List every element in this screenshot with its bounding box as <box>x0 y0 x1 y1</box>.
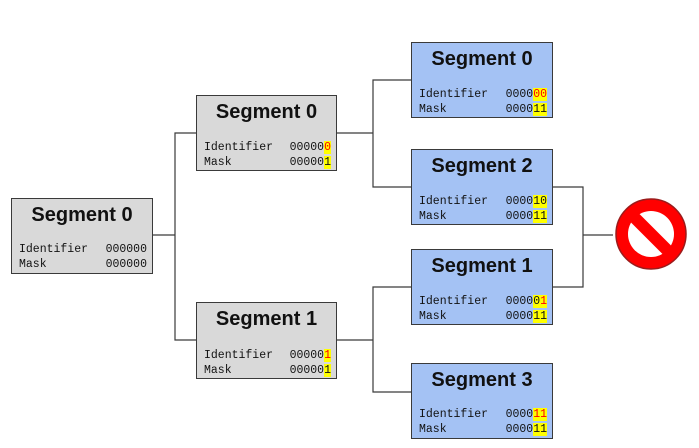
mask-value: 000011 <box>506 423 547 437</box>
mask-label: Mask <box>419 310 447 323</box>
identifier-row: Identifier 000001 <box>419 295 547 309</box>
identifier-prefix: 0000 <box>505 295 534 308</box>
identifier-prefix: 0000 <box>505 88 534 101</box>
identifier-row: Identifier 000010 <box>419 195 547 209</box>
mask-row: Mask 000011 <box>419 310 547 324</box>
segment-title: Segment 0 <box>431 48 533 70</box>
mask-value: 000011 <box>506 103 547 117</box>
identifier-value: 000010 <box>506 195 547 209</box>
mask-row: Mask 000000 <box>19 258 147 272</box>
mask-row: Mask 000001 <box>204 364 331 378</box>
mask-prefix: 00000 <box>289 156 325 169</box>
segment-node-level2-c: Segment 1 Identifier 000001 Mask 000011 <box>411 249 553 325</box>
identifier-prefix: 0000 <box>505 408 534 421</box>
identifier-row: Identifier 000011 <box>419 408 547 422</box>
mask-prefix: 0000 <box>505 103 534 116</box>
mask-label: Mask <box>419 103 447 116</box>
mask-value: 000011 <box>506 310 547 324</box>
identifier-value: 000011 <box>506 408 547 422</box>
identifier-label: Identifier <box>204 141 274 154</box>
mask-prefix: 0000 <box>505 310 534 323</box>
mask-row: Mask 000011 <box>419 423 547 437</box>
identifier-marked-bit: 1 <box>540 295 547 308</box>
segment-title: Segment 0 <box>215 101 318 123</box>
mask-prefix: 0000 <box>505 210 534 223</box>
mask-value: 000001 <box>290 364 331 378</box>
identifier-prefix: 00000 <box>289 141 325 154</box>
mask-row: Mask 000001 <box>204 156 331 170</box>
identifier-prefix: 0000 <box>505 195 534 208</box>
identifier-value: 000001 <box>290 349 331 363</box>
mask-row: Mask 000011 <box>419 210 547 224</box>
identifier-marked-bit: 0 <box>324 141 331 154</box>
prohibited-icon <box>615 198 687 270</box>
mask-prefix: 00000 <box>289 364 325 377</box>
identifier-label: Identifier <box>419 295 489 308</box>
segment-title: Segment 0 <box>31 204 133 226</box>
identifier-prefix: 00000 <box>289 349 325 362</box>
segment-node-root: Segment 0 Identifier 000000 Mask 000000 <box>11 198 153 274</box>
identifier-marked-bit: 0 <box>533 295 541 308</box>
identifier-row: Identifier 000001 <box>204 349 331 363</box>
mask-label: Mask <box>19 258 47 271</box>
mask-value: 000011 <box>506 210 547 224</box>
segment-node-level2-a: Segment 0 Identifier 000000 Mask 000011 <box>411 42 553 118</box>
identifier-marked-bit: 1 <box>324 349 331 362</box>
mask-value: 000001 <box>290 156 331 170</box>
mask-marked-bit: 1 <box>324 364 331 377</box>
mask-marked-bits: 11 <box>533 103 547 116</box>
mask-marked-bits: 11 <box>533 310 547 323</box>
mask-row: Mask 000011 <box>419 103 547 117</box>
mask-label: Mask <box>204 364 232 377</box>
identifier-marked-bit: 0 <box>533 88 541 101</box>
identifier-value: 000001 <box>506 295 547 309</box>
identifier-value: 000000 <box>290 141 331 155</box>
identifier-label: Identifier <box>419 408 489 421</box>
mask-marked-bits: 11 <box>533 210 547 223</box>
mask-prefix: 0000 <box>505 423 534 436</box>
identifier-value: 000000 <box>506 88 547 102</box>
mask-label: Mask <box>419 423 447 436</box>
mask-label: Mask <box>419 210 447 223</box>
mask-marked-bits: 11 <box>533 423 547 436</box>
identifier-row: Identifier 000000 <box>19 243 147 257</box>
segment-title: Segment 1 <box>431 255 533 277</box>
identifier-row: Identifier 000000 <box>419 88 547 102</box>
segment-node-level1-top: Segment 0 Identifier 000000 Mask 000001 <box>196 95 337 171</box>
identifier-marked-bit: 0 <box>540 88 547 101</box>
segment-title: Segment 3 <box>431 369 533 391</box>
identifier-marked-bits: 10 <box>533 195 547 208</box>
mask-marked-bit: 1 <box>324 156 331 169</box>
segment-node-level1-bottom: Segment 1 Identifier 000001 Mask 000001 <box>196 302 337 379</box>
identifier-row: Identifier 000000 <box>204 141 331 155</box>
segment-node-level2-b: Segment 2 Identifier 000010 Mask 000011 <box>411 149 553 225</box>
identifier-marked-bits: 11 <box>533 408 547 421</box>
identifier-label: Identifier <box>19 243 89 256</box>
identifier-label: Identifier <box>204 349 274 362</box>
segment-node-level2-d: Segment 3 Identifier 000011 Mask 000011 <box>411 363 553 439</box>
segment-title: Segment 1 <box>215 308 318 330</box>
identifier-label: Identifier <box>419 88 489 101</box>
identifier-value: 000000 <box>105 243 147 256</box>
segment-title: Segment 2 <box>431 155 533 177</box>
mask-value: 000000 <box>105 258 147 271</box>
identifier-label: Identifier <box>419 195 489 208</box>
mask-label: Mask <box>204 156 232 169</box>
